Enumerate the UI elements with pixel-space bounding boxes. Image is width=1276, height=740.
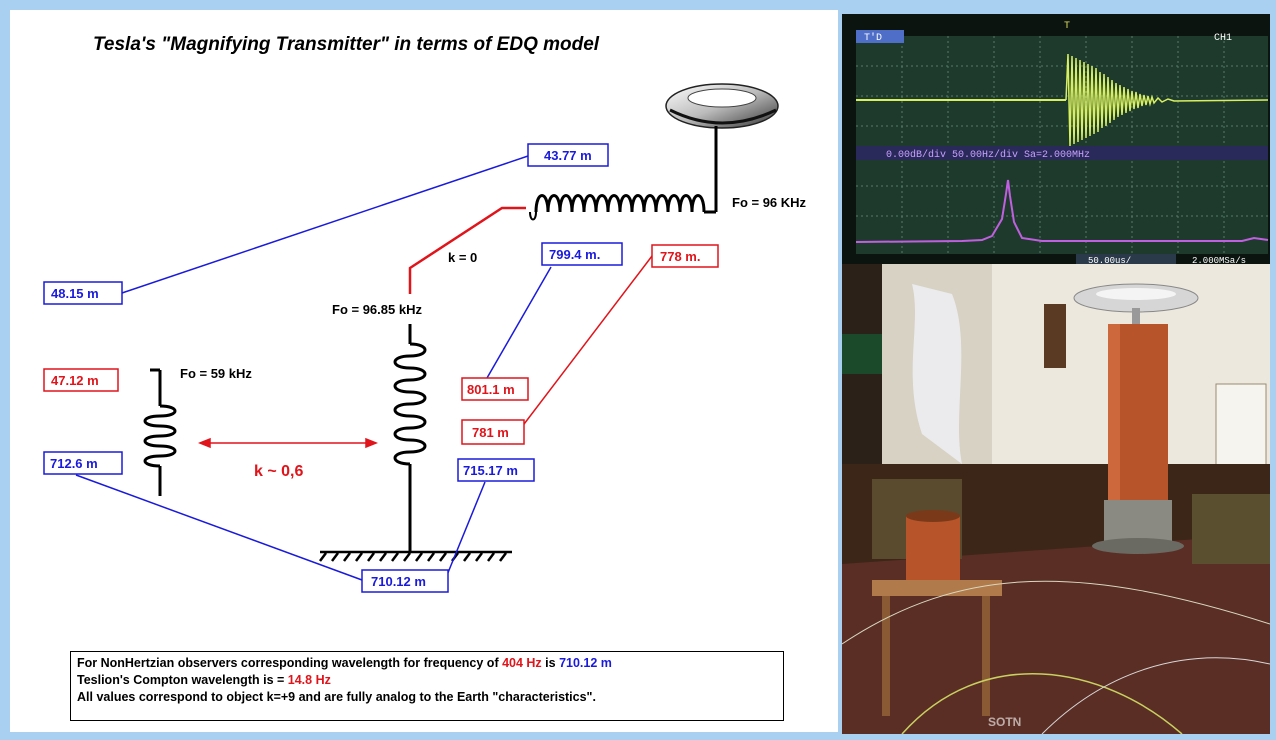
scope-trig-marker: T [1064, 21, 1070, 32]
connector-715-to-710 [444, 481, 486, 581]
connector-712-to-710 [75, 474, 363, 581]
box-781-text: 781 m [472, 425, 509, 440]
box-778: 778 m. [651, 244, 719, 268]
connector-799-to-801 [486, 266, 552, 379]
note-l1-c: is [541, 656, 560, 670]
ground-icon [319, 550, 512, 562]
left-coil-icon [143, 368, 177, 496]
tesla-coil-photo: SOTN [842, 264, 1270, 734]
label-k06: k ~ 0,6 [254, 463, 303, 480]
label-fo-96-85: Fo = 96.85 kHz [332, 302, 422, 317]
scope-bottom-time: 50.00us/ [1088, 256, 1131, 264]
scope-top-left: T'D [864, 32, 882, 44]
box-799-4: 799.4 m. [541, 242, 623, 266]
note-l1-a: For NonHertzian observers corresponding … [77, 656, 503, 670]
box-781: 781 m [461, 419, 525, 445]
note-l2-a: Teslion's Compton wavelength is = [77, 673, 288, 687]
note-l2-value: 14.8 Hz [287, 673, 331, 687]
note-line-3: All values correspond to object k=+9 and… [77, 690, 596, 704]
box-778-text: 778 m. [660, 249, 700, 264]
note-line-2: Teslion's Compton wavelength is = 14.8 H… [77, 672, 777, 689]
diagram-panel: Tesla's "Magnifying Transmitter" in term… [10, 10, 838, 732]
box-43-77-text: 43.77 m [544, 148, 592, 163]
box-43-77: 43.77 m [527, 143, 609, 167]
scope-ch-label: CH1 [1214, 33, 1232, 44]
toroid-icon [665, 83, 779, 129]
box-48-15: 48.15 m [43, 281, 123, 305]
note-l1-freq: 404 Hz [502, 656, 542, 670]
photo-watermark: SOTN [988, 715, 1021, 729]
scope-menu-text: 0.00dB/div 50.00Hz/div Sa=2.000MHz [886, 149, 1090, 161]
box-801-1: 801.1 m [461, 377, 529, 401]
oscilloscope-screen: T'D T CH1 0.00dB/div 50.00Hz/div Sa=2.00… [842, 14, 1270, 264]
tesla-coil-photo-art: SOTN [842, 264, 1270, 734]
box-712-6: 712.6 m [43, 451, 123, 475]
box-710-12-text: 710.12 m [371, 574, 426, 589]
top-coil-icon [529, 126, 718, 221]
box-712-6-text: 712.6 m [50, 456, 98, 471]
label-k0: k = 0 [448, 250, 477, 265]
note-l1-wavelength: 710.12 m [559, 656, 612, 670]
coupling-arrow [197, 437, 379, 449]
box-715-17: 715.17 m [457, 458, 535, 482]
oscilloscope-image: T'D T CH1 0.00dB/div 50.00Hz/div Sa=2.00… [842, 14, 1270, 264]
box-47-12: 47.12 m [43, 368, 119, 392]
middle-coil-icon [393, 324, 427, 552]
connector-778-to-781 [517, 255, 653, 433]
box-710-12: 710.12 m [361, 569, 449, 593]
label-fo-96khz: Fo = 96 KHz [732, 195, 807, 210]
box-801-1-text: 801.1 m [467, 382, 515, 397]
scope-bottom-rate: 2.000MSa/s [1192, 256, 1246, 264]
note-line-1: For NonHertzian observers corresponding … [77, 655, 777, 672]
connector-48-to-43 [121, 155, 529, 294]
edq-diagram: Tesla's "Magnifying Transmitter" in term… [43, 34, 807, 593]
diagram-title: Tesla's "Magnifying Transmitter" in term… [93, 34, 600, 55]
coupling-lead [408, 206, 526, 294]
label-fo-59: Fo = 59 kHz [180, 366, 252, 381]
box-47-12-text: 47.12 m [51, 373, 99, 388]
box-48-15-text: 48.15 m [51, 286, 99, 301]
box-715-17-text: 715.17 m [463, 463, 518, 478]
box-799-4-text: 799.4 m. [549, 247, 600, 262]
note-box: For NonHertzian observers corresponding … [70, 651, 784, 721]
